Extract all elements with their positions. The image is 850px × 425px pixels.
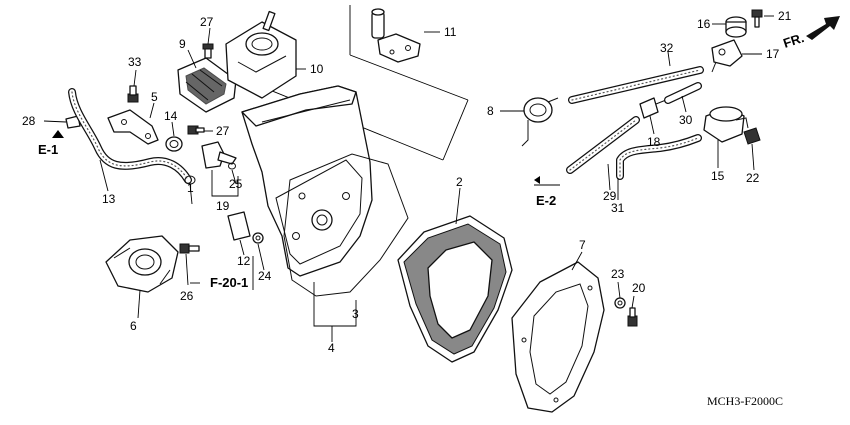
ref-e2: E-2 bbox=[536, 193, 556, 208]
hose-29 bbox=[566, 116, 640, 174]
callout-23: 23 bbox=[611, 267, 625, 281]
callout-16: 16 bbox=[697, 17, 711, 31]
callout-17: 17 bbox=[766, 47, 780, 61]
callout-29: 29 bbox=[603, 189, 617, 203]
hose-32 bbox=[568, 66, 704, 104]
cover-6 bbox=[105, 235, 179, 293]
callout-33: 33 bbox=[128, 55, 142, 69]
callout-30: 30 bbox=[679, 113, 693, 127]
filter-element-2 bbox=[397, 215, 513, 363]
housing-seal-3 bbox=[283, 153, 409, 297]
callout-9: 9 bbox=[179, 37, 186, 51]
diagram-code: MCH3-F2000C bbox=[707, 394, 783, 408]
callout-24: 24 bbox=[258, 269, 272, 283]
callout-12: 12 bbox=[237, 254, 251, 268]
bolt-27-upper bbox=[202, 43, 214, 59]
ref-f20-1: F-20-1 bbox=[210, 275, 248, 290]
callout-2: 2 bbox=[456, 175, 463, 189]
callout-7: 7 bbox=[579, 238, 586, 252]
cap-16 bbox=[725, 16, 747, 38]
front-direction-label: FR. bbox=[781, 30, 806, 51]
clip-28 bbox=[65, 115, 81, 129]
washer-24 bbox=[252, 232, 264, 244]
fitting-19 bbox=[201, 141, 237, 169]
throttle-body-joint bbox=[225, 10, 297, 99]
air-cleaner-housing bbox=[241, 85, 373, 277]
callout-25: 25 bbox=[229, 177, 243, 191]
bolt-26 bbox=[179, 243, 200, 254]
callout-20: 20 bbox=[632, 281, 646, 295]
callout-22: 22 bbox=[746, 171, 760, 185]
intake-insulator bbox=[177, 57, 237, 113]
front-direction-arrow bbox=[806, 16, 840, 40]
screw-21 bbox=[751, 9, 763, 28]
callout-28: 28 bbox=[22, 114, 36, 128]
callout-13: 13 bbox=[102, 192, 116, 206]
valve-17 bbox=[711, 39, 752, 73]
callout-1: 1 bbox=[187, 181, 194, 195]
hose-30 bbox=[664, 82, 702, 104]
clip-25 bbox=[228, 162, 236, 170]
joint-18 bbox=[639, 97, 667, 119]
callout-5: 5 bbox=[151, 90, 158, 104]
breather-hose-13 bbox=[68, 88, 192, 184]
canister-15 bbox=[703, 106, 749, 143]
bolt-33 bbox=[127, 85, 139, 103]
callout-32: 32 bbox=[660, 41, 674, 55]
hose-31 bbox=[616, 134, 702, 180]
pressure-valve-8 bbox=[521, 97, 559, 147]
bracket-5 bbox=[107, 109, 159, 145]
callout-4: 4 bbox=[328, 341, 335, 355]
air-cleaner-cover-7 bbox=[511, 261, 605, 413]
nut-23 bbox=[614, 297, 626, 309]
clip-22 bbox=[743, 127, 761, 145]
ref-e1: E-1 bbox=[38, 142, 58, 157]
callout-14: 14 bbox=[164, 109, 178, 123]
leader-lines bbox=[43, 15, 774, 342]
callout-19: 19 bbox=[216, 199, 230, 213]
callout-27-lower: 27 bbox=[216, 124, 230, 138]
bolt-20 bbox=[627, 307, 638, 327]
callout-26: 26 bbox=[180, 289, 194, 303]
callout-15: 15 bbox=[711, 169, 725, 183]
callout-21: 21 bbox=[778, 9, 792, 23]
callout-numbers: 1 2 3 4 5 6 7 8 9 10 11 12 13 14 15 16 1… bbox=[22, 9, 792, 355]
ref-e1-arrow bbox=[52, 130, 64, 138]
callout-8: 8 bbox=[487, 104, 494, 118]
callout-18: 18 bbox=[647, 135, 661, 149]
callout-27-upper: 27 bbox=[200, 15, 214, 29]
breather-joint bbox=[371, 8, 421, 63]
callout-11: 11 bbox=[444, 25, 457, 39]
grommet-14 bbox=[165, 136, 183, 152]
callout-31: 31 bbox=[611, 201, 625, 215]
plate-12 bbox=[227, 211, 251, 241]
bolt-27-lower bbox=[187, 125, 205, 135]
callout-6: 6 bbox=[130, 319, 137, 333]
ref-e2-arrow bbox=[534, 176, 540, 184]
callout-10: 10 bbox=[310, 62, 324, 76]
callout-3: 3 bbox=[352, 307, 359, 321]
